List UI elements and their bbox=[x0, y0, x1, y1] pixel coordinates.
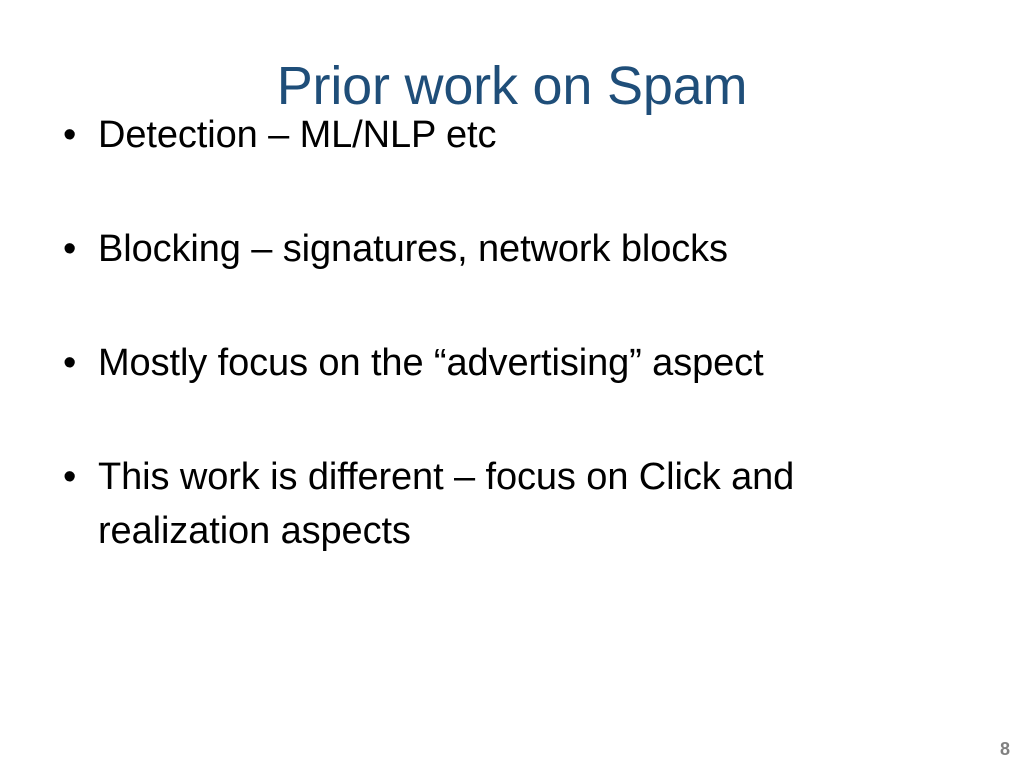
list-item-label: This work is different – focus on Click … bbox=[98, 456, 795, 552]
list-item: • Mostly focus on the “advertising” aspe… bbox=[55, 336, 935, 390]
bullet-icon: • bbox=[63, 456, 77, 498]
bullet-icon: • bbox=[63, 114, 77, 156]
list-item: • This work is different – focus on Clic… bbox=[55, 450, 935, 558]
list-item: • Blocking – signatures, network blocks bbox=[55, 222, 935, 276]
page-number: 8 bbox=[999, 739, 1010, 759]
list-item-label: Blocking – signatures, network blocks bbox=[98, 228, 728, 270]
bullet-icon: • bbox=[63, 342, 77, 384]
bullet-icon: • bbox=[63, 228, 77, 270]
bullet-list: • Detection – ML/NLP etc • Blocking – si… bbox=[55, 108, 935, 558]
page-title: Prior work on Spam bbox=[276, 56, 748, 117]
list-item: • Detection – ML/NLP etc bbox=[55, 108, 935, 162]
list-item-label: Mostly focus on the “advertising” aspect bbox=[98, 342, 764, 384]
list-item-label: Detection – ML/NLP etc bbox=[98, 114, 497, 156]
